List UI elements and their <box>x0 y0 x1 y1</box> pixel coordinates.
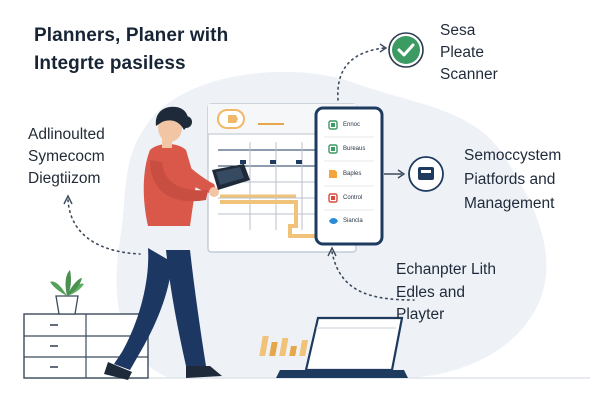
right-mid-line-3: Management <box>464 195 555 212</box>
right-bottom-line-1: Echanpter Lith <box>396 261 496 278</box>
right-bottom-line-3: Playter <box>396 306 445 323</box>
orange-doc-icon <box>329 170 337 178</box>
laptop-base <box>276 370 408 378</box>
connector-top <box>337 47 385 101</box>
left-label-line-2: Symecocm <box>28 148 105 165</box>
panel-item-label: Bureaus <box>343 146 366 152</box>
left-label-line-3: Diegtiizom <box>28 170 101 187</box>
panel-item-3: Baples <box>329 170 361 178</box>
panel-item-label: Control <box>343 195 363 201</box>
connector-bottom <box>331 251 415 301</box>
headline: Planners, Planer with Integrte pasiless <box>34 22 228 78</box>
green-square-icon <box>329 145 337 153</box>
plant-pot <box>55 295 79 315</box>
panel-item-label: Baples <box>343 171 362 177</box>
panel-item-4: Control <box>329 194 362 202</box>
right-mid-line-1: Semoccystem <box>464 147 562 164</box>
right-top-line-3: Scanner <box>440 66 498 83</box>
orange-flow-line <box>220 200 328 238</box>
right-mid-line-2: Piatfords and <box>464 171 556 188</box>
left-label: Adlinoulted Symecocm Diegtiizom <box>28 124 105 190</box>
right-bottom-label: Echanpter Lith Edles and Playter <box>396 259 496 327</box>
right-top-line-1: Sesa <box>440 22 476 39</box>
red-square-icon <box>329 194 337 202</box>
right-mid-label: Semoccystem Piatfords and Management <box>464 144 561 216</box>
right-top-label: Sesa Pleate Scanner <box>440 20 498 86</box>
person-figure <box>104 106 250 380</box>
panel-item-1: Ennoc <box>329 121 360 129</box>
headline-line-2: Integrte pasiless <box>34 53 186 74</box>
laptop-screen <box>304 316 404 372</box>
panel-item-2: Bureaus <box>329 145 365 153</box>
headline-line-1: Planners, Planer with <box>34 25 229 46</box>
left-label-line-1: Adlinoulted <box>28 126 105 143</box>
right-top-line-2: Pleate <box>440 44 484 61</box>
connector-left <box>67 199 141 255</box>
panel-item-label: Siancla <box>343 218 363 224</box>
right-bottom-line-2: Edles and <box>396 283 465 301</box>
panel-item-5: Siancla <box>329 217 363 225</box>
green-square-icon <box>329 121 337 129</box>
panel-item-label: Ennoc <box>343 122 361 128</box>
blue-fish-icon <box>329 217 337 225</box>
